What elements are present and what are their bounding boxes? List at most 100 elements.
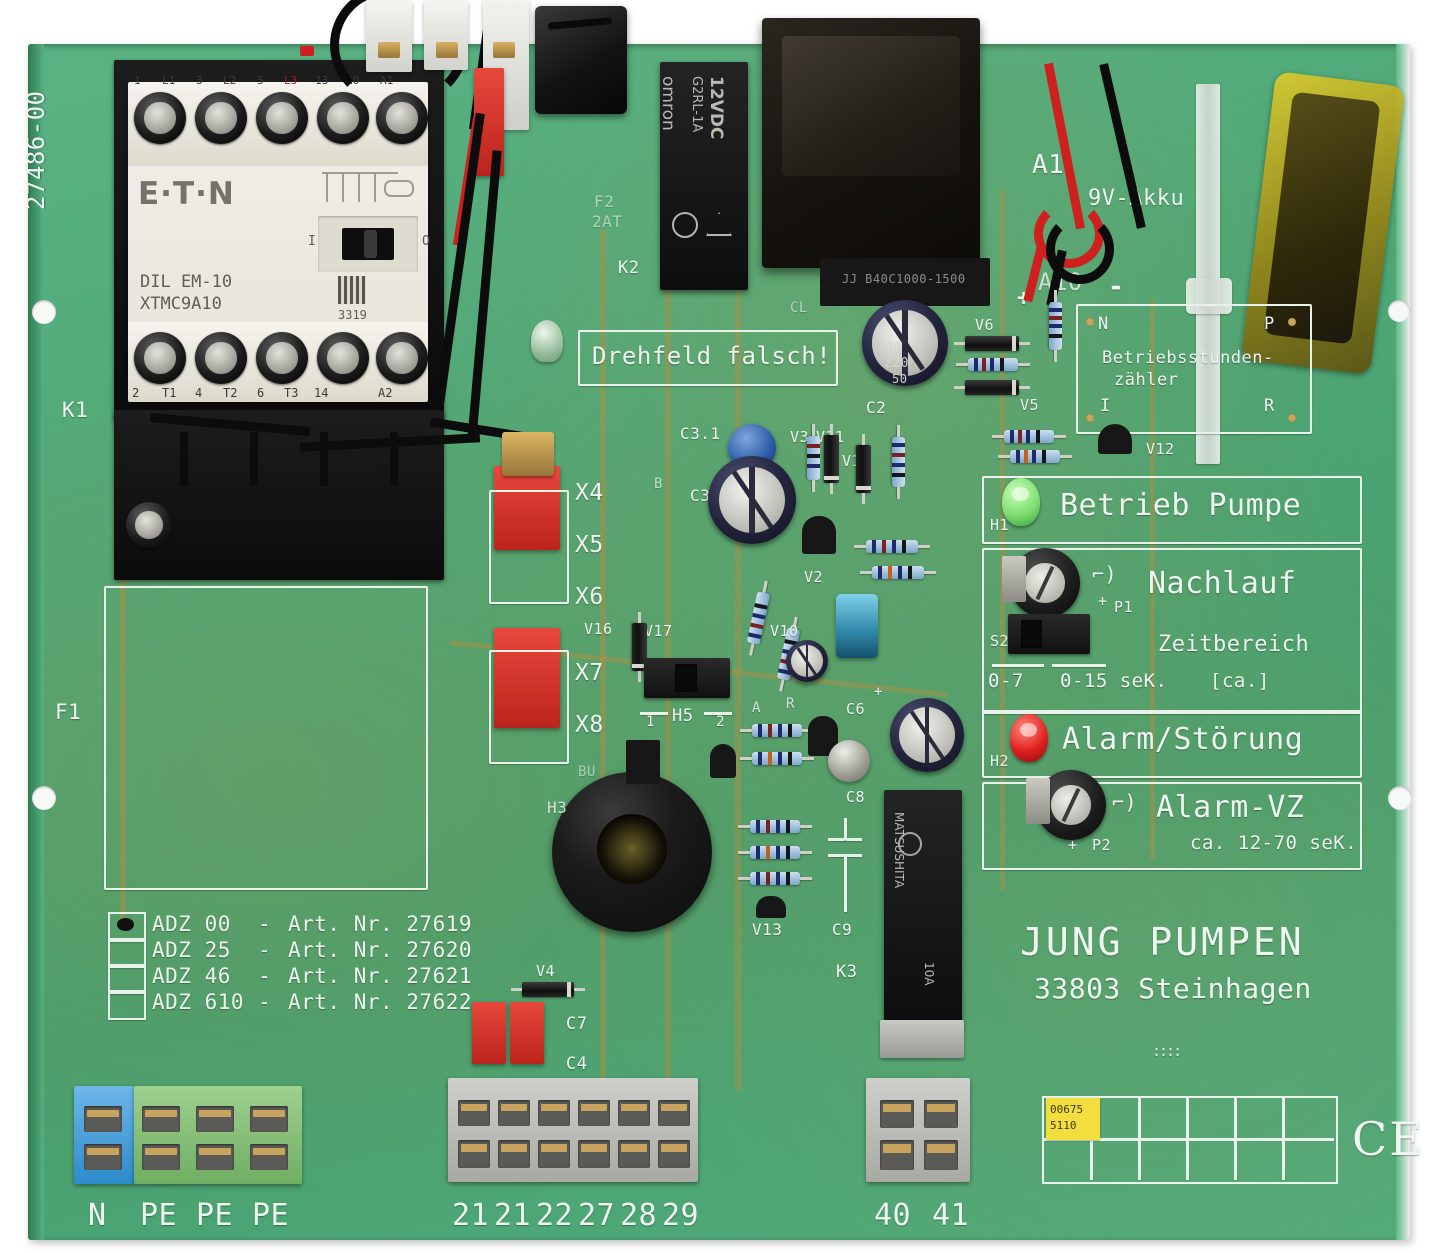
terminal-screw[interactable] (256, 92, 308, 144)
h5-bracket (640, 712, 668, 715)
connector-x7-outline (489, 650, 569, 764)
terminal-cell[interactable] (84, 1144, 122, 1170)
terminal-cell[interactable] (578, 1100, 610, 1126)
capacitor-large (890, 698, 964, 772)
led-green-h1 (1002, 478, 1040, 526)
connector-c7-red[interactable] (472, 1002, 506, 1064)
refdes-c8: C8 (846, 788, 866, 806)
terminal-screw[interactable] (317, 332, 369, 384)
terminal-label-t3: T3 (284, 386, 299, 400)
terminal-label-1: 1 (134, 74, 141, 87)
terminal-cell[interactable] (618, 1100, 650, 1126)
fuse-rating: 2AT (592, 212, 623, 231)
terminal-cell[interactable] (196, 1106, 234, 1132)
label-x4: X4 (575, 480, 604, 506)
terminal-cell[interactable] (142, 1106, 180, 1132)
refdes-v5: V5 (1020, 396, 1040, 414)
refdes-f2: F2 (594, 192, 615, 211)
terminal-screw[interactable] (134, 92, 186, 144)
label-alarm-stoerung: Alarm/Störung (1062, 722, 1304, 757)
terminal-cell[interactable] (458, 1100, 490, 1126)
label-range-right: 0-15 seK. (1060, 670, 1168, 692)
terminal-cell[interactable] (538, 1100, 570, 1126)
terminal-cell[interactable] (880, 1100, 914, 1128)
connector-x4[interactable] (494, 466, 560, 550)
connector-x7[interactable] (494, 628, 560, 728)
terminal-label-l3: L3 (284, 74, 298, 87)
pcb-right-edge (1396, 44, 1410, 1240)
drehfeld-label: Drehfeld falsch! (592, 342, 832, 370)
refdes-c3: C3 (690, 486, 711, 505)
adz-checkbox-0[interactable] (108, 912, 146, 942)
adz-checkbox-1[interactable] (108, 938, 146, 968)
refdes-c31: C3.1 (680, 424, 721, 443)
terminal-cell[interactable] (924, 1140, 958, 1170)
transistor (710, 744, 736, 778)
diode-v4 (511, 982, 585, 997)
trace (1150, 300, 1155, 860)
connector-clip[interactable] (424, 0, 468, 70)
terminal-screw[interactable] (134, 332, 186, 384)
p1-arrow: ⌐) (1092, 562, 1118, 586)
contactor-datamatrix (338, 276, 366, 304)
terminal-screw[interactable] (195, 332, 247, 384)
terminal-cell[interactable] (250, 1106, 288, 1132)
hour-counter-label-1: Betriebsstunden- (1102, 348, 1274, 368)
terminal-cell[interactable] (142, 1144, 180, 1170)
diode-v6 (954, 336, 1030, 351)
contactor-pos-i: I (308, 234, 316, 249)
resistor (956, 358, 1030, 371)
refdes-c4: C4 (566, 1054, 588, 1074)
terminal-label-4: 4 (195, 386, 203, 400)
terminal-screw[interactable] (376, 332, 428, 384)
slide-switch-s2[interactable] (1008, 614, 1090, 654)
terminal-cell[interactable] (618, 1140, 650, 1168)
label-h5: H5 (672, 706, 694, 726)
f1-outline (104, 586, 428, 890)
terminal-label-22: 22 (536, 1198, 574, 1233)
refdes-v16: V16 (584, 620, 613, 638)
transistor-v2 (802, 516, 836, 554)
terminal-cell[interactable] (498, 1140, 530, 1168)
terminal-label-pe-3: PE (252, 1198, 290, 1233)
terminal-cell[interactable] (538, 1140, 570, 1168)
connector-clip[interactable] (366, 0, 412, 72)
label-alarm-vz: Alarm-VZ (1156, 790, 1305, 825)
terminal-cell[interactable] (458, 1140, 490, 1168)
terminal-screw[interactable] (195, 92, 247, 144)
adz-checkbox-3[interactable] (108, 990, 146, 1020)
terminal-screw[interactable] (376, 92, 428, 144)
adz-checkbox-2[interactable] (108, 964, 146, 994)
cable-tie (1196, 84, 1220, 464)
silk-bu: BU (578, 764, 596, 780)
terminal-cell[interactable] (84, 1106, 122, 1132)
terminal-screw[interactable] (256, 332, 308, 384)
trace (735, 230, 741, 1090)
mount-screw[interactable] (126, 502, 172, 548)
hour-counter-pin-p: P (1264, 314, 1275, 334)
wire-black-bundle (250, 432, 258, 486)
capacitor-c2-value: 220 (884, 356, 909, 371)
label-nachlauf: Nachlauf (1148, 566, 1297, 601)
relay-brand: omron (658, 76, 678, 131)
terminal-cell[interactable] (658, 1100, 690, 1126)
trace (120, 360, 126, 920)
terminal-cell[interactable] (658, 1140, 690, 1168)
slide-switch-h5[interactable] (644, 658, 730, 698)
terminal-cell[interactable] (196, 1144, 234, 1170)
terminal-cell[interactable] (924, 1100, 958, 1128)
alarm-stoerung-box (982, 710, 1362, 778)
connector-c7-red[interactable] (510, 1002, 544, 1064)
terminal-label-41: 41 (932, 1198, 970, 1233)
contactor-selector-window[interactable] (318, 216, 418, 272)
terminal-label-n: N (88, 1198, 107, 1233)
terminal-label-5: 5 (257, 74, 264, 87)
adz-row-0-art: Art. Nr. 27619 (288, 912, 473, 936)
adz-row-2-art: Art. Nr. 27621 (288, 964, 473, 988)
label-x6: X6 (575, 584, 604, 610)
terminal-cell[interactable] (880, 1140, 914, 1170)
terminal-screw[interactable] (317, 92, 369, 144)
terminal-cell[interactable] (498, 1100, 530, 1126)
terminal-cell[interactable] (250, 1144, 288, 1170)
terminal-cell[interactable] (578, 1140, 610, 1168)
